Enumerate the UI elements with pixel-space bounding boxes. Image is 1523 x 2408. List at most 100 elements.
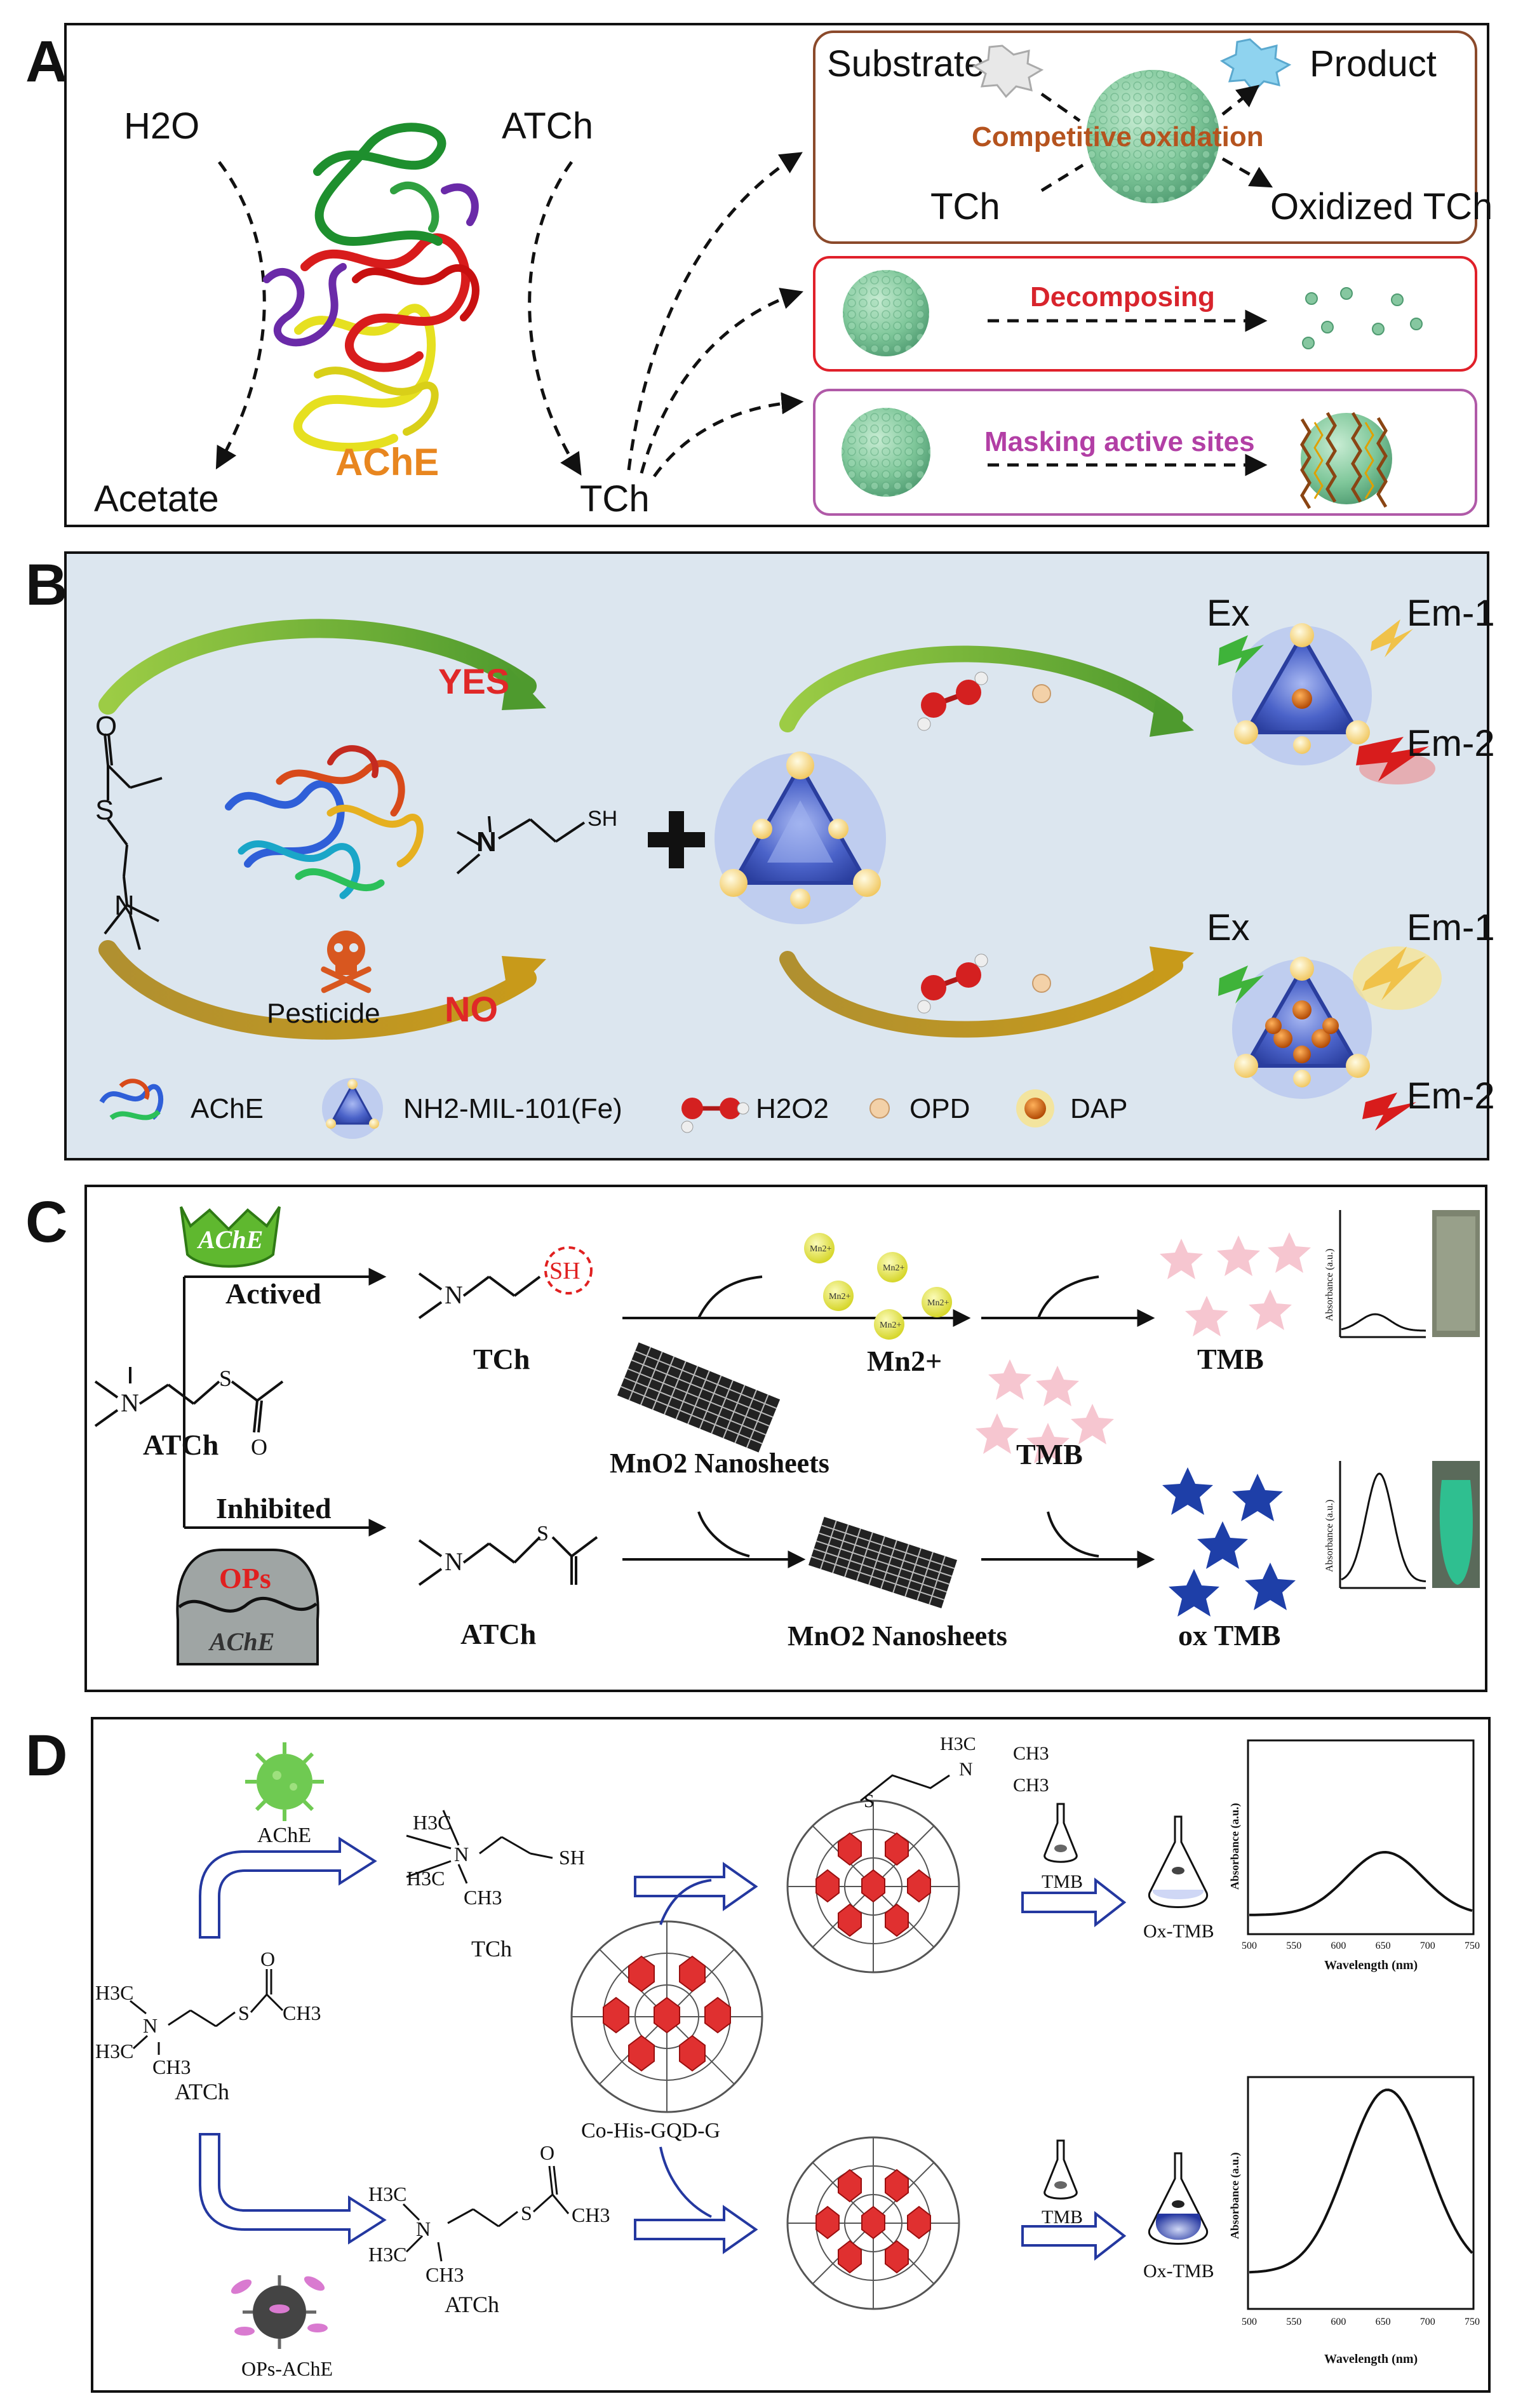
d-top-ylabel: Absorbance (a.u.) [1228,1803,1242,1890]
masking-label: Masking active sites [984,426,1255,457]
gqd-bottom-icon [786,2136,960,2310]
atch-c2-n: N [445,1547,463,1576]
tmb-middle-label: TMB [1016,1438,1083,1470]
d-atch-ch3-2: CH3 [283,2001,321,2024]
panel-b-legend: AChE NH2-MIL-101(Fe) H2O2 OPD DAP [99,1078,1127,1139]
atch-c-label: ATCh [143,1429,218,1461]
ache-virus-icon [245,1742,324,1821]
gqd-label: Co-His-GQD-G [581,2119,720,2142]
no-label: NO [445,989,498,1029]
atch-c-o: O [251,1434,267,1460]
masked-sphere-icon [1301,413,1392,504]
oxtmb-blue-stars [1162,1467,1296,1617]
panel-a: A H2O ATCh Acetate TCh AChE Substrate [25,23,1493,527]
co-his-gqd-sphere-icon [570,1920,763,2113]
ache-label: AChE [335,441,439,483]
d-atch-label: ATCh [175,2079,229,2104]
h2o-label: H2O [124,105,199,147]
x-tick-label: 700 [1420,2317,1435,2327]
panel-b: B YES NO O S N [25,551,1495,1160]
tmb-flask-bottom-icon [1043,2139,1078,2200]
ex-bottom-label: Ex [1207,907,1250,948]
tmb-pink-stars-top [1160,1232,1311,1336]
d-atch2-ch3-1: CH3 [426,2263,464,2286]
d-tch-n: N [454,1843,469,1866]
d-atch-h3c-2: H3C [95,2040,133,2062]
decomposing-label: Decomposing [1030,281,1215,313]
x-tick-label: 550 [1286,2317,1301,2327]
d-ops-arrow [199,2133,387,2245]
tch-chains-icon [1300,412,1388,509]
mof-tetrahedron-icon [715,751,886,924]
tch-n-label: N [476,826,497,858]
em1-bottom-label: Em-1 [1407,907,1495,948]
tmb-flask-top-icon [1043,1803,1078,1863]
legend-ache-icon [99,1079,164,1120]
em1-bolt-top-icon [1371,619,1413,657]
tch-c-sh: SH [549,1258,580,1284]
ache-inhibited-label: AChE [208,1627,274,1656]
tch-c-n: N [445,1281,463,1309]
oxidized-tch-label: Oxidized TCh [1270,186,1493,227]
d-atch2-n: N [416,2217,431,2240]
d-tch-ch3: CH3 [464,1886,502,1909]
sh-highlight-circle [544,1246,593,1295]
legend-dap-label: DAP [1070,1093,1127,1124]
atch-structure-d [130,1969,284,2055]
em1-bolt-bottom-icon [1362,946,1426,1000]
competitive-oxidation-box: Substrate Product Competitive oxidation … [813,30,1493,244]
x-tick-label: 750 [1465,1941,1480,1951]
plus-icon [648,811,705,868]
d-atch2-h3c-1: H3C [368,2183,406,2205]
d-to-oxtmb-top-arrow [1021,1877,1127,1928]
panel-c: C AChE Actived Inhibited N S O ATCh [25,1185,1487,1692]
d-tmb-bottom-label: TMB [1042,2207,1083,2228]
x-tick-label: 600 [1331,1941,1346,1951]
d-gqd-h3c: H3C [940,1733,976,1754]
spectrum-d-top-line [1249,1850,1473,1916]
d-ache-label: AChE [257,1824,311,1847]
tch-structure-c [418,1272,541,1319]
ex-bolt-top-icon [1218,635,1264,673]
bottom-right-arc-arrow [779,951,1183,1038]
d-atch2-ch3-2: CH3 [572,2203,610,2226]
ache-crown-label: AChE [196,1225,263,1254]
mn-ions-icon [804,1233,952,1340]
mn-bubble-1: Mn2+ [810,1244,831,1254]
em2-bolt-bottom-icon [1362,1093,1416,1131]
x-tick-label: 650 [1376,2317,1391,2327]
em2-bottom-label: Em-2 [1407,1075,1495,1117]
spectrum-c-bottom: Absorbance (a.u.) [1324,1461,1426,1589]
atch-structure-d-bottom [402,2165,570,2262]
substrate-label: Substrate [827,43,984,84]
dash-oxidized [1221,157,1273,188]
panel-letter-c: C [25,1190,67,1254]
spectrum-c-top: Absorbance (a.u.) [1324,1210,1426,1338]
d-tch-h3c-2: H3C [406,1867,445,1890]
atch-structure-c [94,1367,284,1433]
ops-ache-virus-icon [231,2275,328,2349]
d-atch-ch3-1: CH3 [152,2055,191,2078]
skull-icon [321,931,372,993]
ex-bolt-bottom-icon [1218,965,1264,1004]
d-atch2-s: S [521,2202,532,2224]
panel-letter-d: D [25,1723,67,1788]
arrow-tch-competitive [627,152,803,471]
spectrum-c-bottom-line [1341,1472,1426,1582]
x-tick-label: 550 [1286,1941,1301,1951]
panel-d: D AChE [25,1717,1491,2393]
atch-label: ATCh [502,105,593,147]
em2-bolt-top-icon [1356,737,1429,781]
tch-structure-b [456,816,586,875]
d-ache-arrow [199,1836,377,1939]
legend-mof-label: NH2-MIL-101(Fe) [403,1093,622,1124]
tch-label: TCh [580,478,650,520]
legend-mof-icon [322,1078,383,1139]
legend-ache-label: AChE [191,1093,264,1124]
masking-box: Masking active sites [813,389,1477,516]
atch-s-label: S [95,795,114,826]
gqd-tch-top-icon [786,1774,960,1974]
